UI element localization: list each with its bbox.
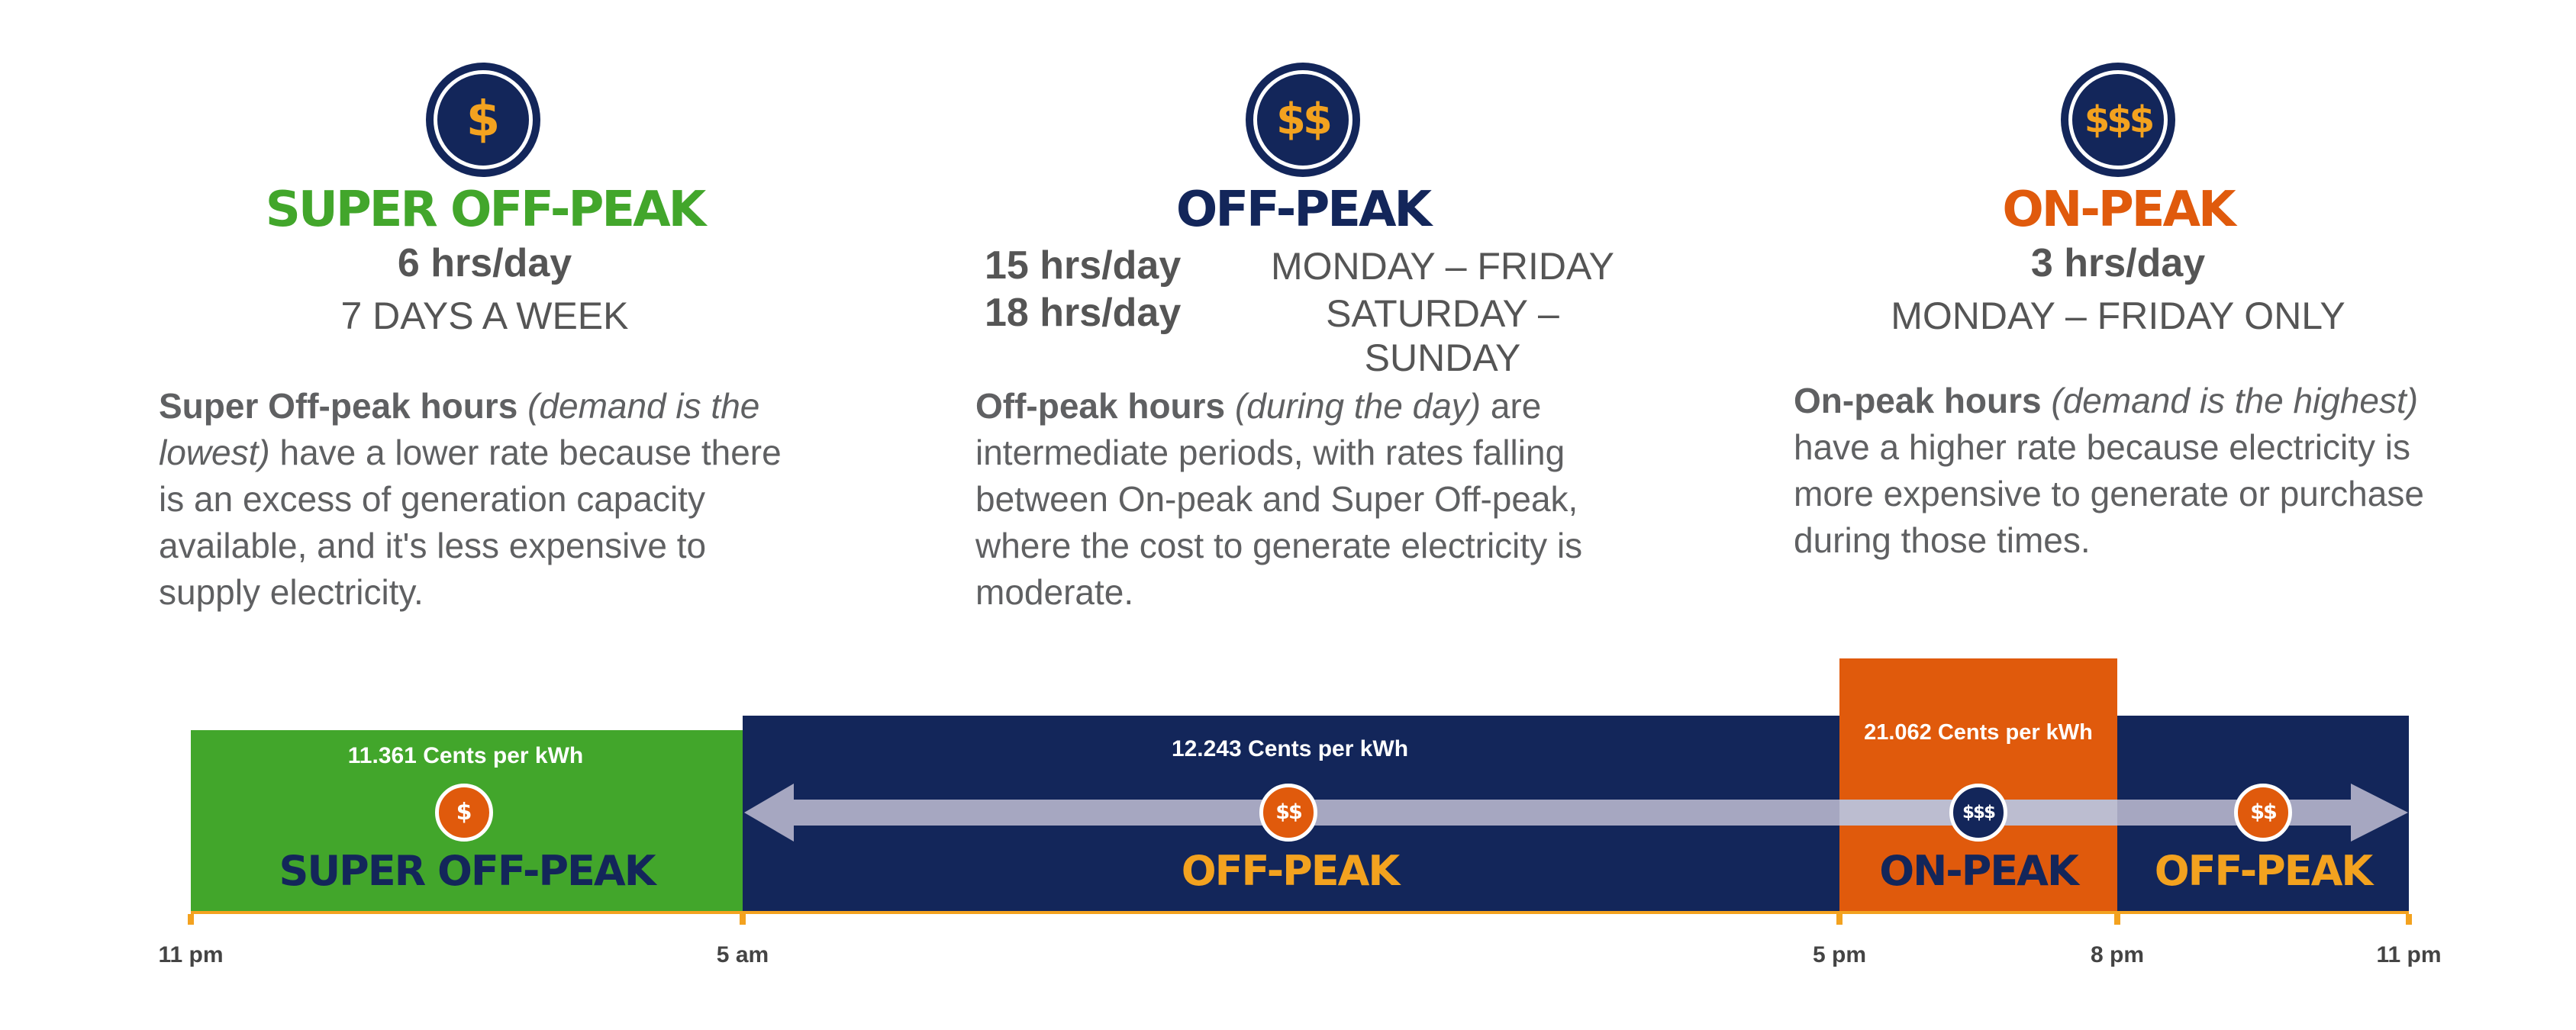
off-peak-weekday-days: MONDAY – FRIDAY bbox=[1270, 245, 1615, 288]
tick-5am bbox=[740, 914, 746, 925]
on-peak-desc-italic: (demand is the highest) bbox=[2051, 381, 2419, 420]
tick-label-5pm: 5 pm bbox=[1812, 942, 1867, 967]
tick-label-11pm-start: 11 pm bbox=[158, 942, 224, 967]
on-peak-description: On-peak hours (demand is the highest) ha… bbox=[1794, 378, 2465, 564]
arrow-head-right bbox=[2351, 784, 2408, 842]
super-off-peak-description: Super Off-peak hours (demand is the lowe… bbox=[159, 383, 800, 616]
late-off-peak-coin: $$ bbox=[2234, 784, 2292, 842]
tick-11pm-start bbox=[188, 914, 194, 925]
off-peak-desc-italic: (during the day) bbox=[1234, 386, 1481, 426]
off-peak-badge: $$ bbox=[1246, 63, 1360, 177]
timeline-axis-line bbox=[191, 911, 2409, 914]
tick-8pm bbox=[2114, 914, 2120, 925]
super-off-peak-desc-bold: Super Off-peak hours bbox=[159, 386, 518, 426]
tick-11pm-end bbox=[2406, 914, 2412, 925]
super-off-peak-desc-italic: (demand is the lowest) bbox=[159, 386, 760, 472]
off-peak-rate: 12.243 Cents per kWh bbox=[1171, 736, 1409, 761]
timeline-label-super-off-peak: SUPER OFF-PEAK bbox=[279, 847, 656, 895]
triple-dollar-icon: $$$ bbox=[2084, 98, 2155, 141]
timeline-label-off-peak: OFF-PEAK bbox=[1181, 847, 1401, 895]
on-peak-rate: 21.062 Cents per kWh bbox=[1864, 720, 2093, 745]
double-dollar-icon: $$ bbox=[1276, 95, 1333, 144]
double-dollar-icon: $$ bbox=[2250, 800, 2278, 824]
on-peak-desc-rest: have a higher rate because electricity i… bbox=[1794, 427, 2424, 560]
dollar-icon: $ bbox=[466, 92, 501, 148]
super-off-peak-rate: 11.361 Cents per kWh bbox=[347, 743, 584, 768]
tick-label-8pm: 8 pm bbox=[2090, 942, 2145, 967]
off-peak-desc-bold: Off-peak hours bbox=[975, 386, 1226, 426]
super-off-peak-desc-rest: have a lower rate because there is an ex… bbox=[159, 433, 782, 612]
tick-label-5am: 5 am bbox=[716, 942, 769, 967]
on-peak-badge: $$$ bbox=[2061, 63, 2175, 177]
off-peak-weekend-days: SATURDAY – SUNDAY bbox=[1326, 292, 1559, 379]
dollar-icon: $ bbox=[456, 799, 472, 826]
arrow-head-left bbox=[744, 784, 794, 842]
double-dollar-icon: $$ bbox=[1275, 800, 1303, 824]
super-off-peak-coin: $ bbox=[435, 784, 493, 842]
tick-label-11pm-end: 11 pm bbox=[2376, 942, 2442, 967]
off-peak-weekday-hours: 15 hrs/day bbox=[985, 243, 1182, 288]
super-off-peak-title: SUPER OFF-PEAK bbox=[265, 182, 706, 238]
on-peak-desc-bold: On-peak hours bbox=[1794, 381, 2042, 420]
tick-5pm bbox=[1836, 914, 1843, 925]
super-off-peak-days: 7 DAYS A WEEK bbox=[340, 295, 629, 337]
timeline-label-late-off-peak: OFF-PEAK bbox=[2154, 847, 2374, 895]
on-peak-days: MONDAY – FRIDAY ONLY bbox=[1891, 295, 2345, 337]
super-off-peak-badge: $ bbox=[426, 63, 540, 177]
off-peak-weekend-hours: 18 hrs/day bbox=[985, 291, 1182, 335]
on-peak-title: ON-PEAK bbox=[2002, 182, 2236, 238]
off-peak-title: OFF-PEAK bbox=[1175, 182, 1432, 238]
off-peak-desc-rest: are intermediate periods, with rates fal… bbox=[975, 386, 1583, 612]
super-off-peak-hours: 6 hrs/day bbox=[397, 241, 572, 285]
on-peak-hours: 3 hrs/day bbox=[2030, 241, 2206, 285]
off-peak-coin: $$ bbox=[1259, 784, 1317, 842]
triple-dollar-icon: $$$ bbox=[1962, 803, 1996, 822]
arrow-shaft bbox=[790, 800, 2355, 826]
timeline-label-on-peak: ON-PEAK bbox=[1879, 847, 2079, 895]
on-peak-coin: $$$ bbox=[1949, 784, 2007, 842]
off-peak-description: Off-peak hours (during the day) are inte… bbox=[975, 383, 1624, 616]
